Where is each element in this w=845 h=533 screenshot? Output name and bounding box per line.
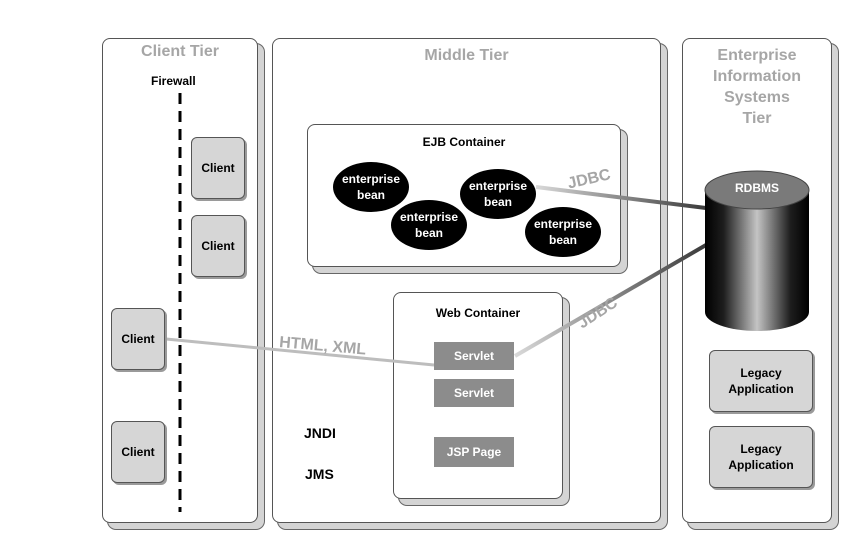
legacy-application-1: Legacy Application <box>709 350 813 412</box>
client-4: Client <box>111 421 165 483</box>
client-2: Client <box>191 215 245 277</box>
eis-tier-title: Enterprise Information Systems Tier <box>713 47 801 127</box>
firewall-label: Firewall <box>151 74 196 88</box>
client-1: Client <box>191 137 245 199</box>
enterprise-bean-3: enterprise bean <box>391 200 467 250</box>
rdbms-label: RDBMS <box>735 181 779 195</box>
rdbms-cylinder <box>704 170 810 331</box>
servlet-1: Servlet <box>434 342 514 370</box>
html-xml-connection <box>165 337 435 367</box>
servlet-2: Servlet <box>434 379 514 407</box>
jdbc-connection-web <box>513 243 708 358</box>
enterprise-bean-2: enterprise bean <box>460 169 536 219</box>
jdbc-connection-ejb <box>535 185 707 210</box>
enterprise-bean-1: enterprise bean <box>333 162 409 212</box>
legacy-application-2: Legacy Application <box>709 426 813 488</box>
jsp-page: JSP Page <box>434 437 514 467</box>
jms-label: JMS <box>305 466 334 482</box>
jndi-label: JNDI <box>304 425 336 441</box>
enterprise-bean-4: enterprise bean <box>525 207 601 257</box>
client-3: Client <box>111 308 165 370</box>
middle-tier-title: Middle Tier <box>424 47 509 64</box>
client-tier-title: Client Tier <box>141 43 219 60</box>
web-container-title: Web Container <box>435 306 521 320</box>
ejb-container-title: EJB Container <box>422 135 506 149</box>
